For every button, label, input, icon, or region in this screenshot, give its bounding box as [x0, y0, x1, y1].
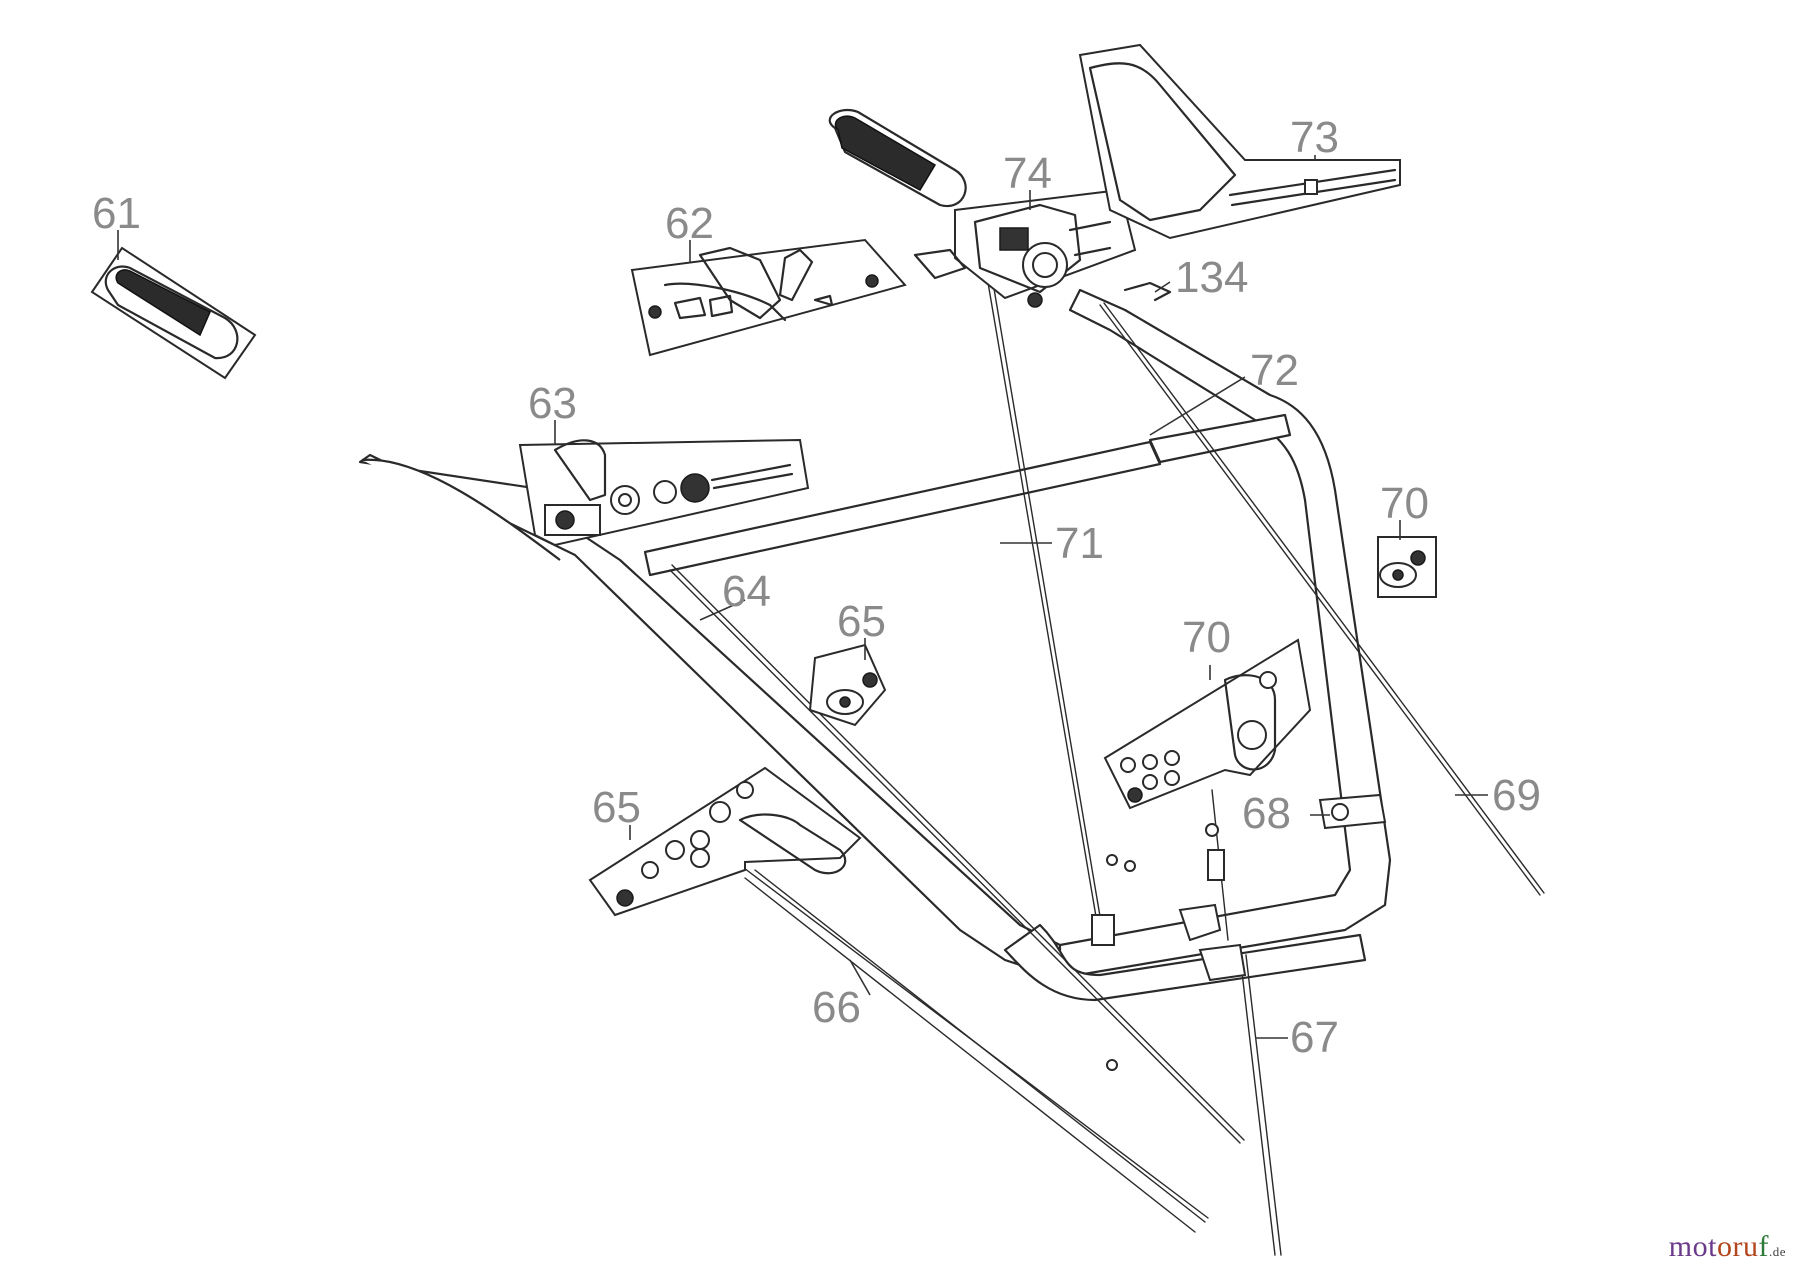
- cable-67: [1239, 954, 1276, 1256]
- part-65-nut-washer-top: [808, 643, 887, 727]
- part-73-handle-cover: [1078, 43, 1401, 240]
- logo-part-1: mot: [1668, 1230, 1717, 1263]
- part-62-lever-assembly: [630, 238, 907, 357]
- label-63: 63: [528, 379, 577, 428]
- part-70-lever-assembly: [1103, 638, 1312, 810]
- part-labels: 61 62 63 64 65 65 66 67 68 69 70 70 71 7…: [92, 113, 1541, 1062]
- part-74-right-grip: [828, 109, 967, 208]
- label-70-center: 70: [1182, 613, 1231, 662]
- label-134: 134: [1175, 253, 1248, 302]
- part-68-clamp: [1318, 793, 1387, 830]
- leader-lines: [117, 155, 1488, 1039]
- handlebar-frame: [358, 288, 1392, 1002]
- label-71: 71: [1055, 519, 1104, 568]
- label-67: 67: [1290, 1013, 1339, 1062]
- logo-part-2: oru: [1716, 1230, 1759, 1263]
- part-65-lever-assembly: [588, 766, 862, 917]
- part-70-nut-washer-right: [1377, 536, 1437, 598]
- label-74: 74: [1003, 149, 1052, 198]
- part-74-switch-housing: [913, 188, 1137, 308]
- label-65-lower: 65: [592, 783, 641, 832]
- logo-tld: .de: [1768, 1244, 1786, 1259]
- label-64: 64: [722, 567, 771, 616]
- part-63-throttle-assembly: [518, 438, 810, 547]
- part-61-left-grip: [90, 246, 257, 380]
- cable-69: [1099, 304, 1541, 896]
- label-65-top: 65: [837, 597, 886, 646]
- cable-64: [669, 569, 1241, 1144]
- label-61: 61: [92, 189, 141, 238]
- cables: [669, 264, 1545, 1256]
- label-73: 73: [1290, 113, 1339, 162]
- label-62: 62: [665, 199, 714, 248]
- logo-part-3: f: [1758, 1230, 1769, 1263]
- label-68: 68: [1242, 789, 1291, 838]
- label-70-right: 70: [1380, 479, 1429, 528]
- cable-71-end: [1091, 914, 1115, 946]
- label-72: 72: [1250, 346, 1299, 395]
- cable-71: [984, 264, 1101, 941]
- label-69: 69: [1492, 771, 1541, 820]
- motoruf-logo: motoruf.de: [1669, 1230, 1786, 1264]
- part-134-clip: [1123, 281, 1172, 302]
- label-66: 66: [812, 983, 861, 1032]
